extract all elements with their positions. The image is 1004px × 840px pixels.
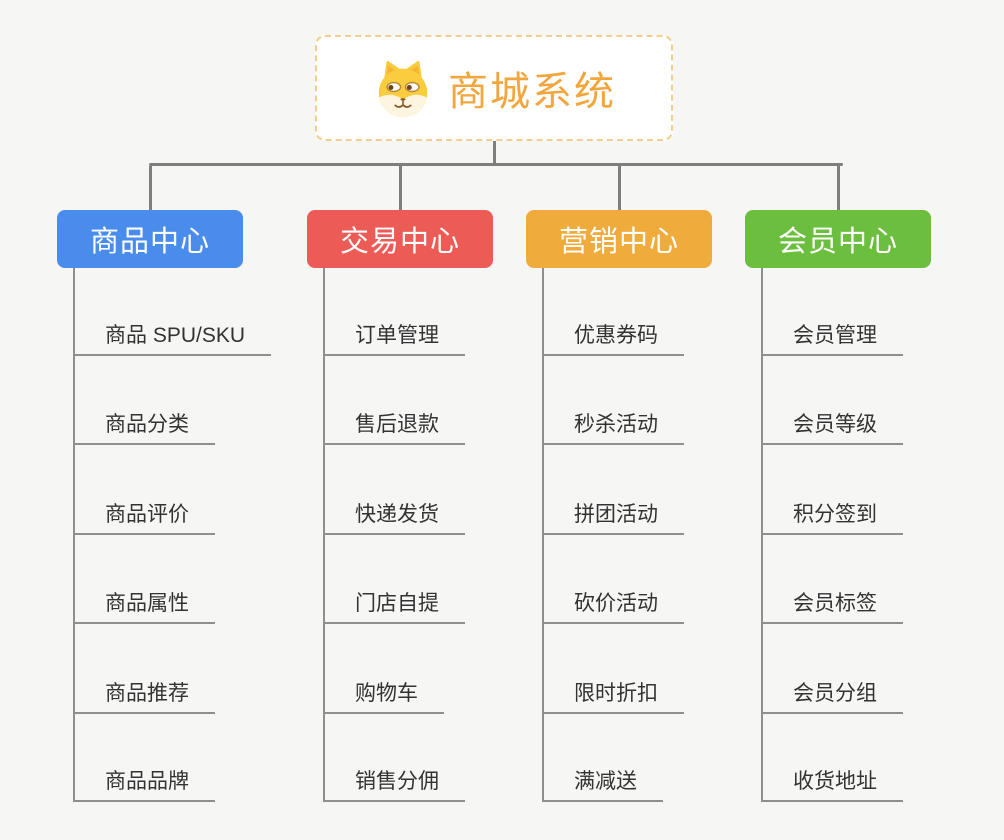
branch-label: 交易中心 — [339, 226, 460, 258]
leaf-node[interactable]: 限时折扣 — [542, 676, 684, 714]
leaf-node[interactable]: 商品分类 — [73, 407, 215, 445]
leaf-node[interactable]: 购物车 — [323, 676, 444, 714]
branch-vertical-line — [323, 268, 325, 802]
leaf-node[interactable]: 商品推荐 — [73, 676, 215, 714]
branch-node-2[interactable]: 交易中心 — [307, 210, 493, 268]
leaf-node[interactable]: 收货地址 — [761, 764, 903, 802]
connector-horizontal-bar — [149, 163, 843, 166]
leaf-node[interactable]: 会员管理 — [761, 318, 903, 356]
branch-vertical-line — [73, 268, 75, 802]
root-title: 商城系统 — [448, 70, 616, 114]
leaf-node[interactable]: 会员标签 — [761, 586, 903, 624]
leaf-node[interactable]: 商品 SPU/SKU — [73, 318, 272, 356]
leaf-node[interactable]: 会员等级 — [761, 407, 903, 445]
branch-vertical-line — [761, 268, 763, 802]
branch-node-1[interactable]: 商品中心 — [57, 210, 243, 268]
leaf-node[interactable]: 销售分佣 — [323, 764, 465, 802]
leaf-node[interactable]: 拼团活动 — [542, 497, 684, 535]
leaf-node[interactable]: 优惠券码 — [542, 318, 684, 356]
connector-branch-drop — [618, 166, 621, 210]
leaf-node[interactable]: 售后退款 — [323, 407, 465, 445]
leaf-node[interactable]: 商品评价 — [73, 497, 215, 535]
branch-label: 营销中心 — [558, 226, 679, 258]
connector-branch-drop — [837, 166, 840, 210]
connector-root-stem — [493, 141, 496, 163]
leaf-node[interactable]: 砍价活动 — [542, 586, 684, 624]
root-node[interactable]: 商城系统 — [315, 35, 673, 141]
leaf-node[interactable]: 秒杀活动 — [542, 407, 684, 445]
branch-node-4[interactable]: 会员中心 — [745, 210, 931, 268]
leaf-node[interactable]: 满减送 — [542, 764, 663, 802]
leaf-node[interactable]: 门店自提 — [323, 586, 465, 624]
branch-label: 会员中心 — [777, 226, 898, 258]
leaf-node[interactable]: 积分签到 — [761, 497, 903, 535]
leaf-node[interactable]: 商品属性 — [73, 586, 215, 624]
leaf-node[interactable]: 快递发货 — [323, 497, 465, 535]
leaf-node[interactable]: 商品品牌 — [73, 764, 215, 802]
connector-branch-drop — [399, 166, 402, 210]
branch-label: 商品中心 — [89, 226, 210, 258]
branch-vertical-line — [542, 268, 544, 802]
connector-branch-drop — [149, 166, 152, 210]
dog-icon — [378, 60, 428, 118]
leaf-node[interactable]: 订单管理 — [323, 318, 465, 356]
leaf-node[interactable]: 会员分组 — [761, 676, 903, 714]
branch-node-3[interactable]: 营销中心 — [526, 210, 712, 268]
